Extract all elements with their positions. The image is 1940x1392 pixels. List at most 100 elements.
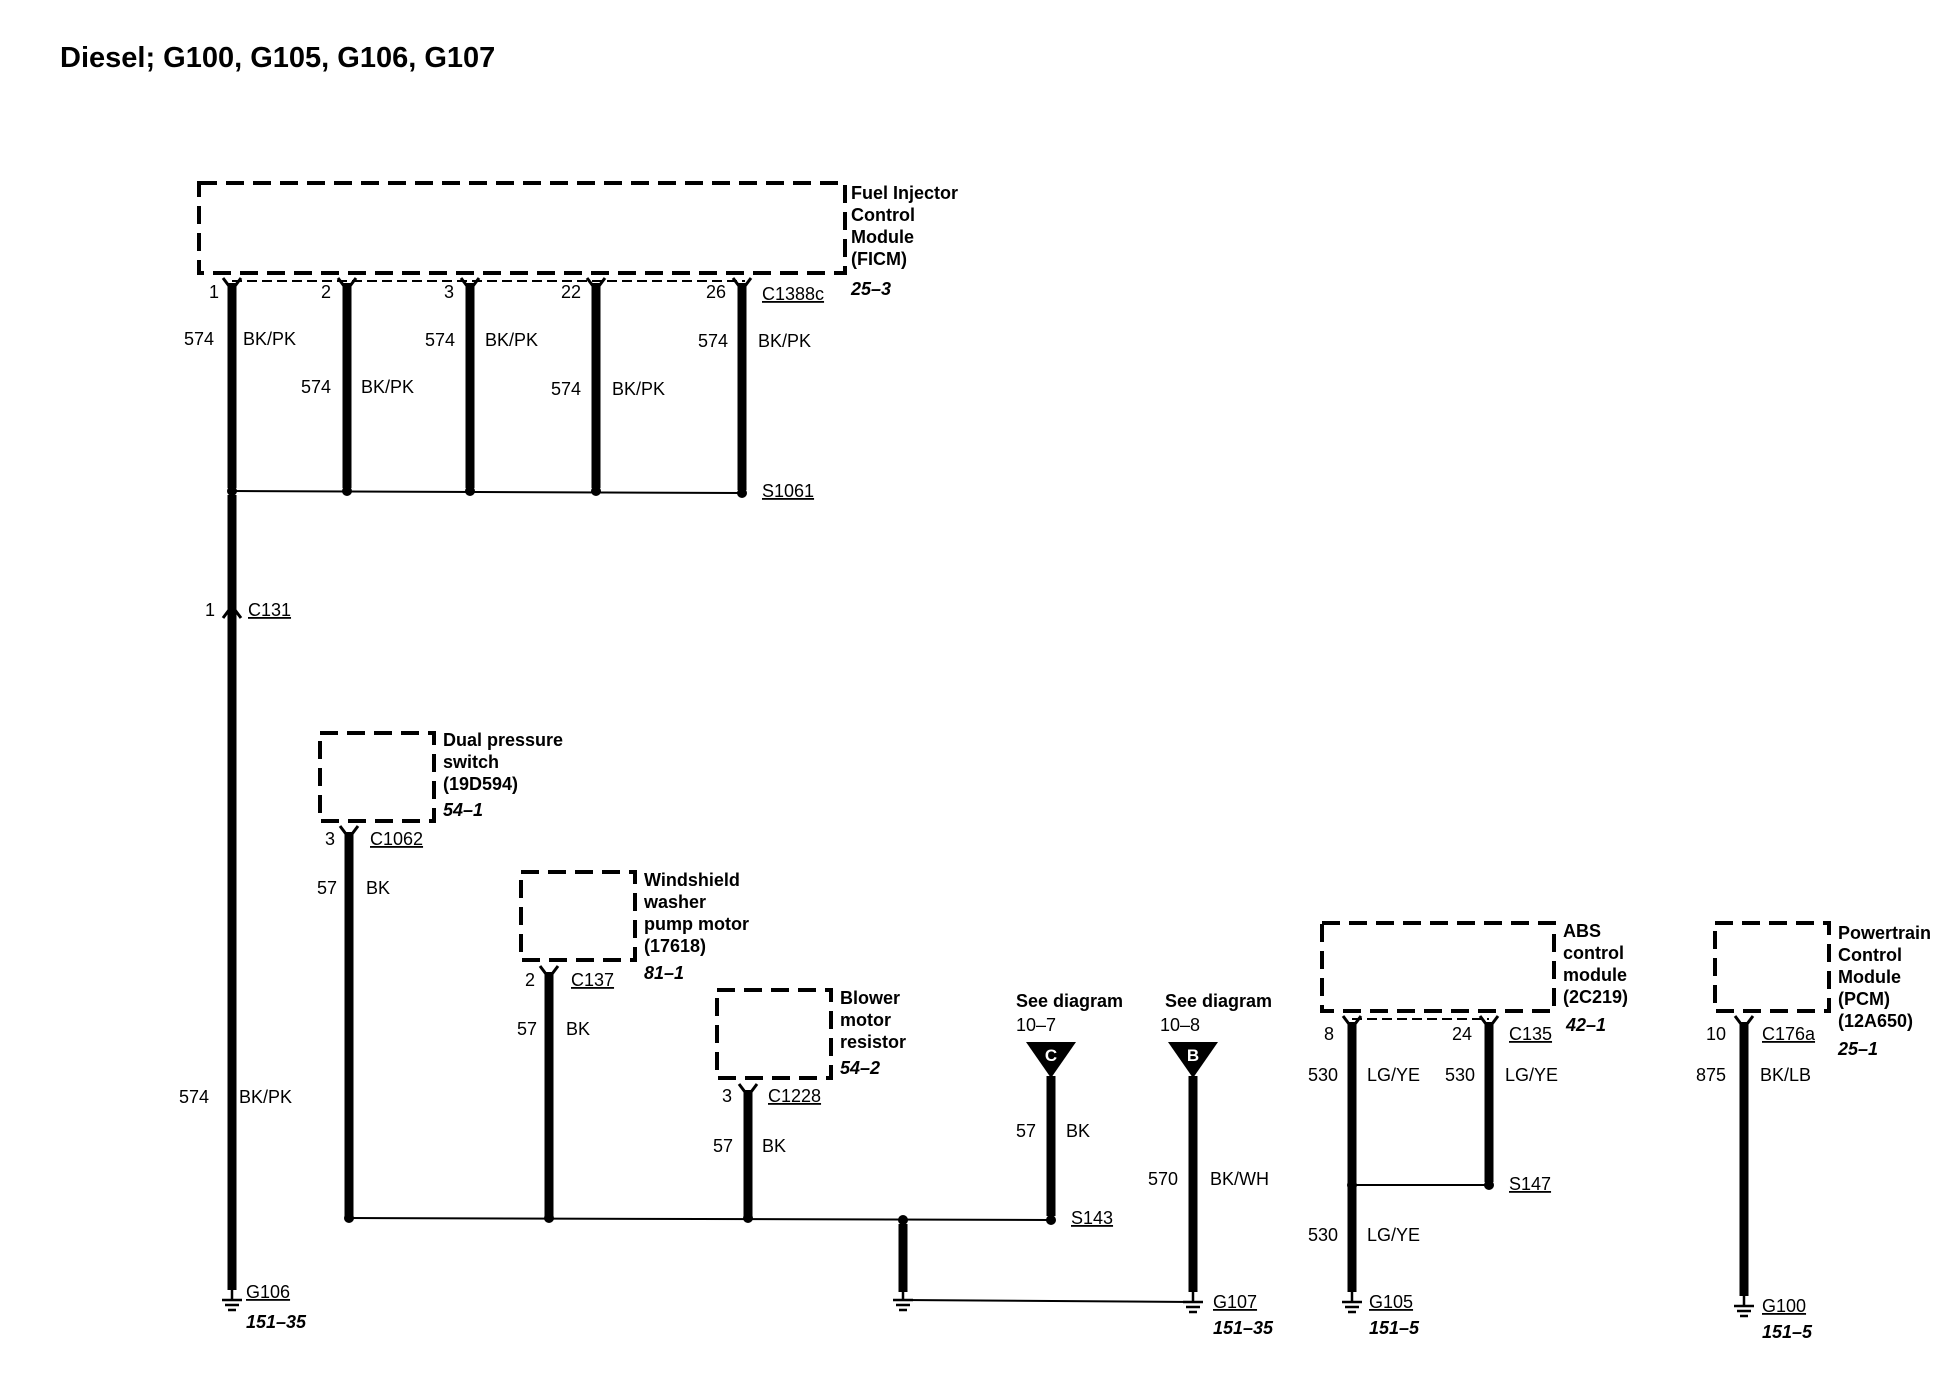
wire-574-26-circuit: 574 xyxy=(698,331,728,351)
svg-text:control: control xyxy=(1563,943,1624,963)
washer-pump-ref: 81–1 xyxy=(644,963,684,983)
wire-875-pcm-color: BK/LB xyxy=(1760,1065,1811,1085)
svg-text:(FICM): (FICM) xyxy=(851,249,907,269)
ficm-label: Fuel Injector Control Module (FICM) xyxy=(851,183,958,269)
ground-g105-ref: 151–5 xyxy=(1369,1318,1420,1338)
see-diagram-c-page: 10–7 xyxy=(1016,1015,1056,1035)
pin-ficm-2: 2 xyxy=(321,282,331,302)
see-diagram-c-text: See diagram xyxy=(1016,991,1123,1011)
wire-574-22-color: BK/PK xyxy=(612,379,665,399)
ficm-wires xyxy=(227,283,747,490)
wire-57-dps-color: BK xyxy=(366,878,390,898)
wire-530-8-circuit: 530 xyxy=(1308,1065,1338,1085)
pin-c1228-3: 3 xyxy=(722,1086,732,1106)
connector-c131: C131 xyxy=(248,600,291,620)
washer-pump-label: Windshield washer pump motor (17618) xyxy=(643,870,749,956)
connector-c1388c: C1388c xyxy=(762,284,824,304)
wire-57-washer-circuit: 57 xyxy=(517,1019,537,1039)
ficm-ref: 25–3 xyxy=(850,279,891,299)
wire-570-b-circuit: 570 xyxy=(1148,1169,1178,1189)
dual-pressure-switch-label: Dual pressure switch (19D594) xyxy=(443,730,563,794)
ground-g107: G107 xyxy=(1213,1292,1257,1312)
pin-ficm-1: 1 xyxy=(209,282,219,302)
svg-text:Dual pressure: Dual pressure xyxy=(443,730,563,750)
svg-text:switch: switch xyxy=(443,752,499,772)
wire-530-g105-circuit: 530 xyxy=(1308,1225,1338,1245)
connector-c176a: C176a xyxy=(1762,1024,1816,1044)
svg-text:Control: Control xyxy=(851,205,915,225)
abs-module-label: ABS control module (2C219) xyxy=(1563,921,1628,1007)
svg-text:Control: Control xyxy=(1838,945,1902,965)
svg-text:Module: Module xyxy=(851,227,914,247)
ground-g105-icon xyxy=(1342,1292,1362,1314)
diagram-title: Diesel; G100, G105, G106, G107 xyxy=(60,42,496,74)
wire-574-3-circuit: 574 xyxy=(425,330,455,350)
ground-g106: G106 xyxy=(246,1282,290,1302)
pin-ficm-22: 22 xyxy=(561,282,581,302)
wire-530-8-color: LG/YE xyxy=(1367,1065,1420,1085)
abs-module-box xyxy=(1320,921,1556,1013)
washer-pump-box xyxy=(519,870,637,962)
ground-g105: G105 xyxy=(1369,1292,1413,1312)
connector-c131-terminal xyxy=(221,603,243,619)
connector-c135: C135 xyxy=(1509,1024,1552,1044)
ground-g107-icon xyxy=(1183,1292,1203,1314)
wire-574-3-color: BK/PK xyxy=(485,330,538,350)
wire-574-2-color: BK/PK xyxy=(361,377,414,397)
pin-c137-2: 2 xyxy=(525,970,535,990)
wire-574-main-color: BK/PK xyxy=(239,1087,292,1107)
wire-530-24-color: LG/YE xyxy=(1505,1065,1558,1085)
dual-pressure-switch-box xyxy=(318,731,436,823)
wire-570-b-color: BK/WH xyxy=(1210,1169,1269,1189)
wire-57-blower-color: BK xyxy=(762,1136,786,1156)
abs-module-ref: 42–1 xyxy=(1565,1015,1606,1035)
ground-bus-g107 xyxy=(902,1299,1194,1303)
ground-g107-ref: 151–35 xyxy=(1213,1318,1274,1338)
pcm-ref: 25–1 xyxy=(1837,1039,1878,1059)
svg-text:Windshield: Windshield xyxy=(644,870,740,890)
see-diagram-b-icon xyxy=(1168,1042,1218,1078)
svg-text:motor: motor xyxy=(840,1010,891,1030)
splice-s143: S143 xyxy=(1071,1208,1113,1228)
wire-574-26-color: BK/PK xyxy=(758,331,811,351)
connector-c1228: C1228 xyxy=(768,1086,821,1106)
svg-text:module: module xyxy=(1563,965,1627,985)
ground-g100-icon xyxy=(1734,1296,1754,1318)
wire-574-1-circuit: 574 xyxy=(184,329,214,349)
svg-text:(17618): (17618) xyxy=(644,936,706,956)
wire-530-g105-color: LG/YE xyxy=(1367,1225,1420,1245)
ficm-connector-terminals xyxy=(221,277,753,293)
wire-574-2-circuit: 574 xyxy=(301,377,331,397)
wire-875-pcm-circuit: 875 xyxy=(1696,1065,1726,1085)
svg-text:Fuel Injector: Fuel Injector xyxy=(851,183,958,203)
see-diagram-b-text: See diagram xyxy=(1165,991,1272,1011)
svg-text:Module: Module xyxy=(1838,967,1901,987)
see-diagram-b-letter: B xyxy=(1187,1046,1199,1065)
connector-c137: C137 xyxy=(571,970,614,990)
see-diagram-c-icon xyxy=(1026,1042,1076,1078)
svg-text:(12A650): (12A650) xyxy=(1838,1011,1913,1031)
splice-s147: S147 xyxy=(1509,1174,1551,1194)
svg-text:ABS: ABS xyxy=(1563,921,1601,941)
pin-ficm-3: 3 xyxy=(444,282,454,302)
blower-resistor-box xyxy=(715,988,833,1080)
wire-57-c-color: BK xyxy=(1066,1121,1090,1141)
see-diagram-b-page: 10–8 xyxy=(1160,1015,1200,1035)
svg-text:resistor: resistor xyxy=(840,1032,906,1052)
ground-g106-icon xyxy=(222,1290,242,1312)
ground-g100: G100 xyxy=(1762,1296,1806,1316)
splice-s143-bar xyxy=(348,1217,1052,1221)
svg-text:washer: washer xyxy=(643,892,706,912)
splice-s143-dots xyxy=(344,1213,1056,1225)
pin-c135-8: 8 xyxy=(1324,1024,1334,1044)
wire-574-1-color: BK/PK xyxy=(243,329,296,349)
connector-c1062: C1062 xyxy=(370,829,423,849)
ground-g100-ref: 151–5 xyxy=(1762,1322,1813,1342)
wire-57-blower-circuit: 57 xyxy=(713,1136,733,1156)
pin-c1062-3: 3 xyxy=(325,829,335,849)
svg-text:Blower: Blower xyxy=(840,988,900,1008)
splice-s1061: S1061 xyxy=(762,481,814,501)
wire-574-22-circuit: 574 xyxy=(551,379,581,399)
pcm-box xyxy=(1713,921,1831,1013)
